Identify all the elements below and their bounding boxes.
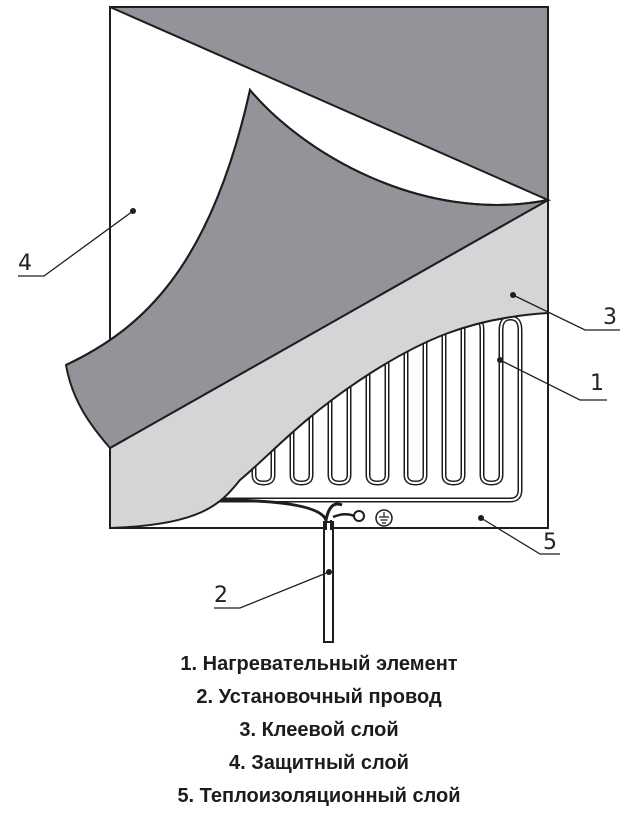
legend-item-4: 4. Защитный слой: [229, 752, 409, 774]
legend-item-2: 2. Установочный провод: [196, 686, 442, 708]
heating-mat-diagram: 1 2 3 4 5: [18, 6, 620, 643]
leader-4: [18, 210, 134, 277]
callout-1: 1: [590, 371, 604, 396]
legend: 1. Нагревательный элемент 2. Установочны…: [0, 648, 638, 813]
callout-5: 5: [543, 530, 557, 555]
protective-layer-curl: [65, 87, 549, 366]
leader-5: [480, 517, 560, 555]
leader-dots: [130, 208, 516, 575]
legend-item-1: 1. Нагревательный элемент: [180, 653, 458, 675]
legend-item-3: 3. Клеевой слой: [239, 719, 399, 741]
ground-icon: [375, 509, 393, 527]
legend-item-5: 5. Теплоизоляционный слой: [177, 785, 461, 807]
leader-1: [499, 359, 607, 401]
leader-3: [512, 294, 620, 331]
callout-2: 2: [214, 583, 228, 608]
leader-lines: [18, 210, 620, 609]
callout-3: 3: [603, 305, 617, 330]
adhesive-layer: [109, 198, 549, 530]
leader-2: [214, 571, 330, 609]
installation-wire: [215, 498, 365, 643]
callout-4: 4: [18, 251, 32, 276]
